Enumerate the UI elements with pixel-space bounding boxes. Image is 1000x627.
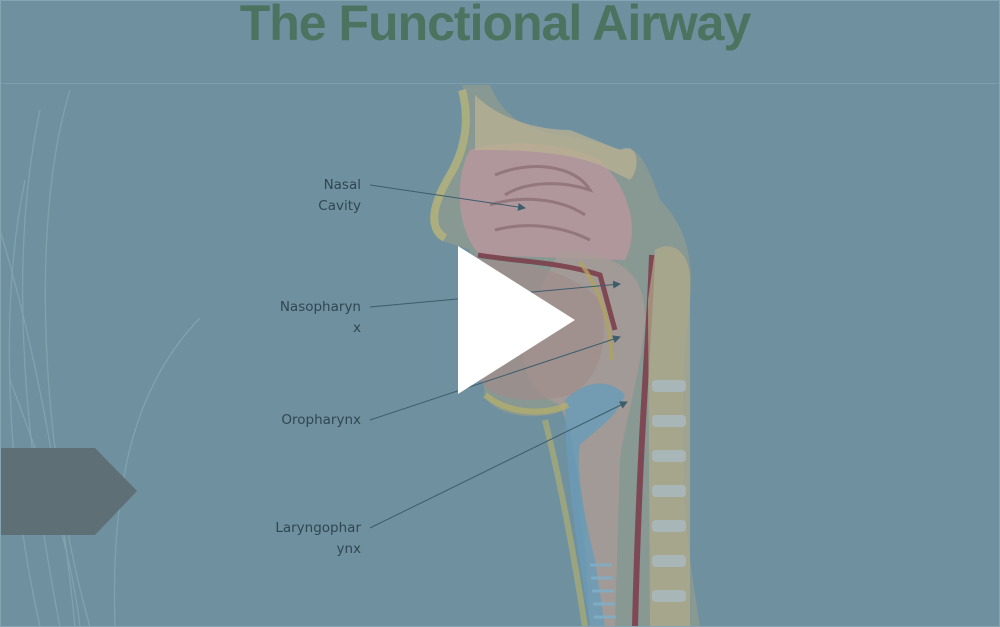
chevron-decoration (0, 448, 137, 535)
pointer-nasal-cavity (369, 184, 526, 211)
label-oropharynx: Oropharynx (281, 412, 361, 428)
slide-title: The Functional Airway (239, 0, 752, 51)
play-button[interactable] (448, 238, 588, 408)
title-divider (0, 83, 1000, 84)
play-icon (458, 246, 575, 394)
pointer-laryngopharynx (369, 401, 628, 529)
label-nasal-cavity: Nasal Cavity (318, 177, 361, 214)
label-nasopharynx: Nasopharyn x (279, 299, 361, 336)
label-laryngopharynx: Laryngophar ynx (275, 520, 361, 557)
pointer-oropharynx (369, 335, 621, 421)
